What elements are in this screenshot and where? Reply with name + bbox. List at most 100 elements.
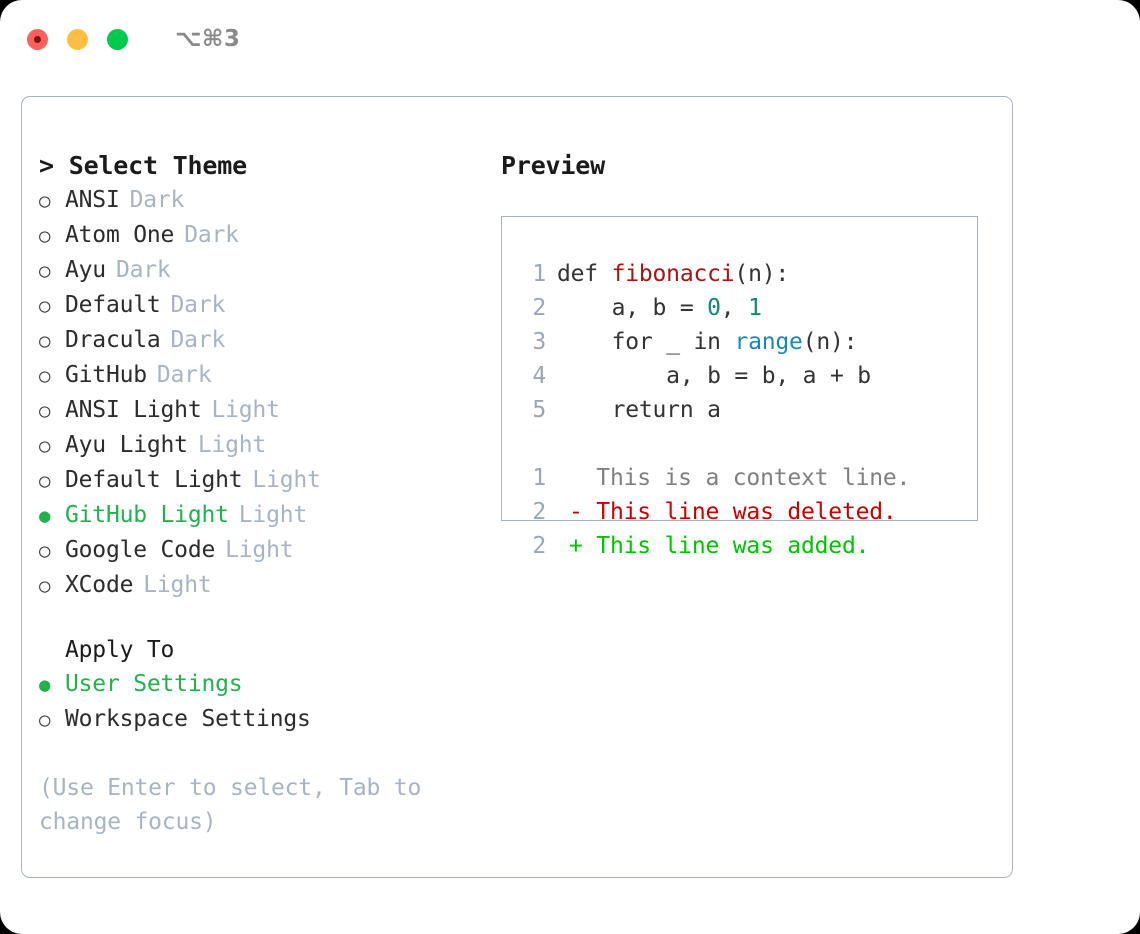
- title-bar: ⌥⌘3: [0, 0, 1140, 78]
- theme-variant-badge: Light: [238, 502, 308, 528]
- code-token: return: [611, 397, 694, 423]
- theme-option-google-code[interactable]: ○ Google Code Light: [39, 533, 499, 568]
- close-window-icon[interactable]: [27, 28, 48, 50]
- radio-selected-icon: ●: [39, 505, 51, 527]
- theme-name: Dracula: [65, 327, 161, 353]
- apply-to-option-user-settings[interactable]: ● User Settings: [39, 667, 499, 702]
- theme-variant-badge: Dark: [184, 222, 239, 248]
- keyboard-hint: (Use Enter to select, Tab to change focu…: [39, 775, 422, 835]
- theme-variant-badge: Dark: [156, 362, 212, 388]
- code-token: 0: [707, 295, 721, 321]
- line-number: 2: [532, 533, 546, 559]
- code-token: ,: [720, 295, 749, 321]
- line-number: 1: [532, 465, 546, 491]
- theme-option-default-light[interactable]: ○ Default Light Light: [39, 463, 499, 498]
- theme-name: XCode: [65, 572, 134, 598]
- diff-text: This line was deleted.: [582, 499, 897, 525]
- code-token: a, b = b, a + b: [557, 363, 871, 389]
- code-token: a: [693, 397, 721, 423]
- apply-to-label: Workspace Settings: [65, 706, 311, 732]
- code-line: 3 for _ in range(n):: [520, 325, 977, 359]
- diff-line-add: 2 + This line was added.: [520, 529, 977, 563]
- theme-option-atom-one[interactable]: ○ Atom One Dark: [39, 218, 499, 253]
- radio-empty-icon: ○: [39, 260, 51, 282]
- theme-variant-badge: Light: [225, 537, 294, 563]
- line-number: 2: [532, 295, 546, 321]
- theme-name: GitHub: [65, 362, 147, 388]
- code-token: for: [611, 329, 653, 355]
- radio-empty-icon: ○: [39, 470, 51, 492]
- select-theme-heading: Select Theme: [68, 151, 247, 180]
- apply-to-label: User Settings: [65, 671, 243, 697]
- code-token: in: [693, 329, 721, 355]
- radio-selected-icon: ●: [39, 674, 51, 696]
- theme-option-xcode[interactable]: ○ XCode Light: [39, 568, 499, 603]
- radio-empty-icon: ○: [39, 575, 51, 597]
- code-line: 2 a, b = 0, 1: [520, 291, 977, 325]
- diff-line-del: 2- This line was deleted.: [520, 495, 977, 529]
- code-line-content: a, b = 0, 1: [557, 291, 762, 325]
- theme-variant-badge: Light: [211, 397, 280, 423]
- code-token: def: [557, 261, 612, 287]
- theme-variant-badge: Light: [197, 432, 267, 458]
- page-title: > Select Theme: [39, 149, 499, 183]
- theme-option-dracula[interactable]: ○ Dracula Dark: [39, 323, 499, 358]
- code-token: fibonacci: [611, 261, 735, 287]
- diff-marker: [557, 461, 583, 495]
- line-number: 2: [532, 499, 546, 525]
- theme-variant-badge: Light: [252, 467, 321, 493]
- diff-marker: -: [569, 499, 583, 525]
- theme-option-github[interactable]: ○ GitHub Dark: [39, 358, 499, 393]
- code-token: [721, 329, 735, 355]
- radio-empty-icon: ○: [39, 435, 51, 457]
- radio-empty-icon: ○: [39, 540, 51, 562]
- code-line: 4 a, b = b, a + b: [520, 359, 977, 393]
- theme-variant-badge: Dark: [170, 292, 226, 318]
- code-token: _: [652, 329, 694, 355]
- code-token: (n):: [734, 261, 790, 287]
- code-line: 5 return a: [520, 393, 977, 427]
- window-controls: [27, 28, 128, 50]
- keyboard-shortcut-label: ⌥⌘3: [175, 26, 241, 52]
- theme-name: Default: [65, 292, 161, 318]
- radio-empty-icon: ○: [39, 365, 51, 387]
- apply-to-list: ● User Settings ○ Workspace Settings: [39, 667, 499, 737]
- apply-to-option-workspace-settings[interactable]: ○ Workspace Settings: [39, 702, 499, 737]
- theme-name: Ayu Light: [65, 432, 188, 458]
- radio-empty-icon: ○: [39, 295, 51, 317]
- theme-name: Atom One: [65, 222, 175, 248]
- theme-name: GitHub Light: [65, 502, 229, 528]
- radio-empty-icon: ○: [39, 709, 51, 731]
- focus-caret-icon: >: [39, 151, 54, 180]
- theme-name: Default Light: [65, 467, 243, 493]
- diff-marker: +: [569, 533, 583, 559]
- radio-empty-icon: ○: [39, 225, 51, 247]
- preview-heading: Preview: [501, 151, 605, 180]
- maximize-window-icon[interactable]: [107, 28, 128, 50]
- theme-option-ayu-light[interactable]: ○ Ayu Light Light: [39, 428, 499, 463]
- theme-name: Google Code: [65, 537, 216, 563]
- minimize-window-icon[interactable]: [67, 28, 88, 50]
- radio-empty-icon: ○: [39, 330, 51, 352]
- theme-variant-badge: Dark: [129, 187, 185, 213]
- theme-name: Ayu: [65, 257, 106, 283]
- line-number: 1: [532, 261, 546, 287]
- theme-variant-badge: Dark: [170, 327, 226, 353]
- theme-option-default[interactable]: ○ Default Dark: [39, 288, 499, 323]
- diff-text: This line was added.: [582, 533, 870, 559]
- code-spacer: [520, 427, 977, 461]
- theme-option-github-light[interactable]: ● GitHub Light Light: [39, 498, 499, 533]
- theme-variant-badge: Light: [143, 572, 212, 598]
- code-token: [557, 397, 612, 423]
- code-token: [557, 329, 612, 355]
- code-line-content: return a: [557, 393, 721, 427]
- code-line-content: for _ in range(n):: [557, 325, 858, 359]
